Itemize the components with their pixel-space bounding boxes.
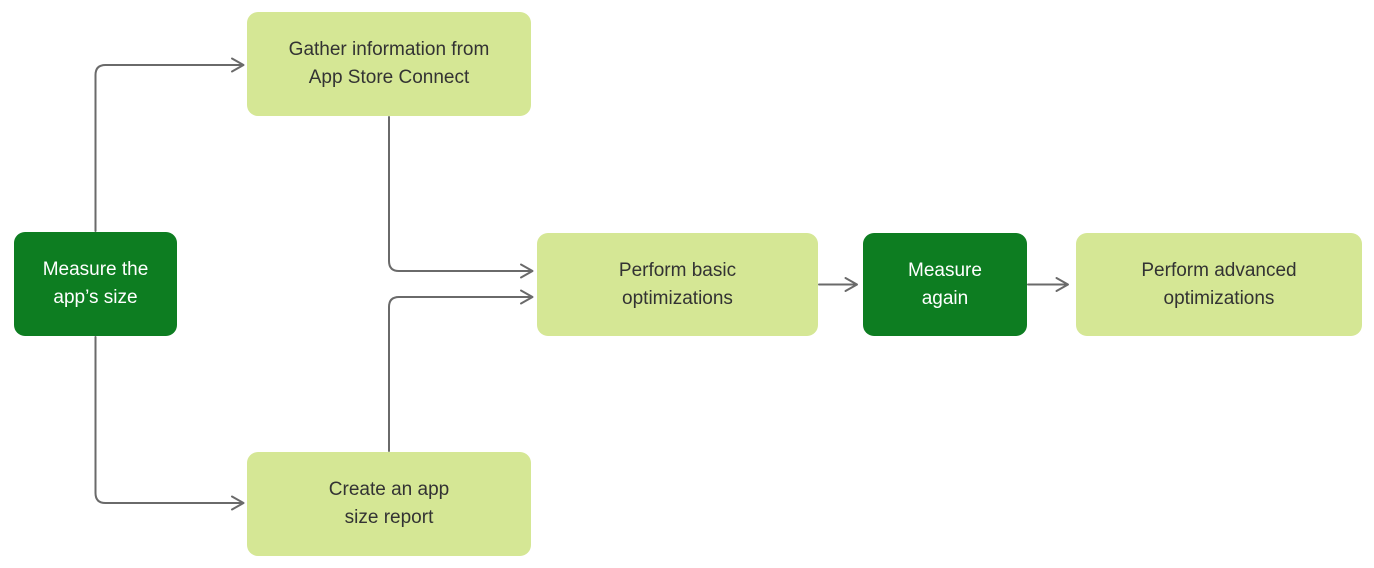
arrowhead-icon xyxy=(520,263,534,279)
arrowhead-icon xyxy=(520,289,534,305)
node-measure-app-size: Measure the app’s size xyxy=(14,232,177,336)
arrowhead-icon xyxy=(231,57,245,73)
edge-measure-again-to-advanced xyxy=(1027,277,1069,292)
edge-create-to-basic xyxy=(388,289,534,452)
arrowhead-icon xyxy=(1055,277,1069,292)
edge-basic-to-measure-again xyxy=(818,277,858,292)
arrowhead-icon xyxy=(844,277,858,292)
arrowhead-icon xyxy=(231,495,245,511)
edge-gather-to-basic xyxy=(388,116,534,279)
edge-measure-to-create xyxy=(94,336,245,511)
node-gather-info: Gather information from App Store Connec… xyxy=(247,12,531,116)
node-perform-basic: Perform basic optimizations xyxy=(537,233,818,336)
edge-measure-to-gather xyxy=(94,57,245,232)
node-perform-advanced: Perform advanced optimizations xyxy=(1076,233,1362,336)
node-create-report: Create an app size report xyxy=(247,452,531,556)
node-measure-again: Measure again xyxy=(863,233,1027,336)
